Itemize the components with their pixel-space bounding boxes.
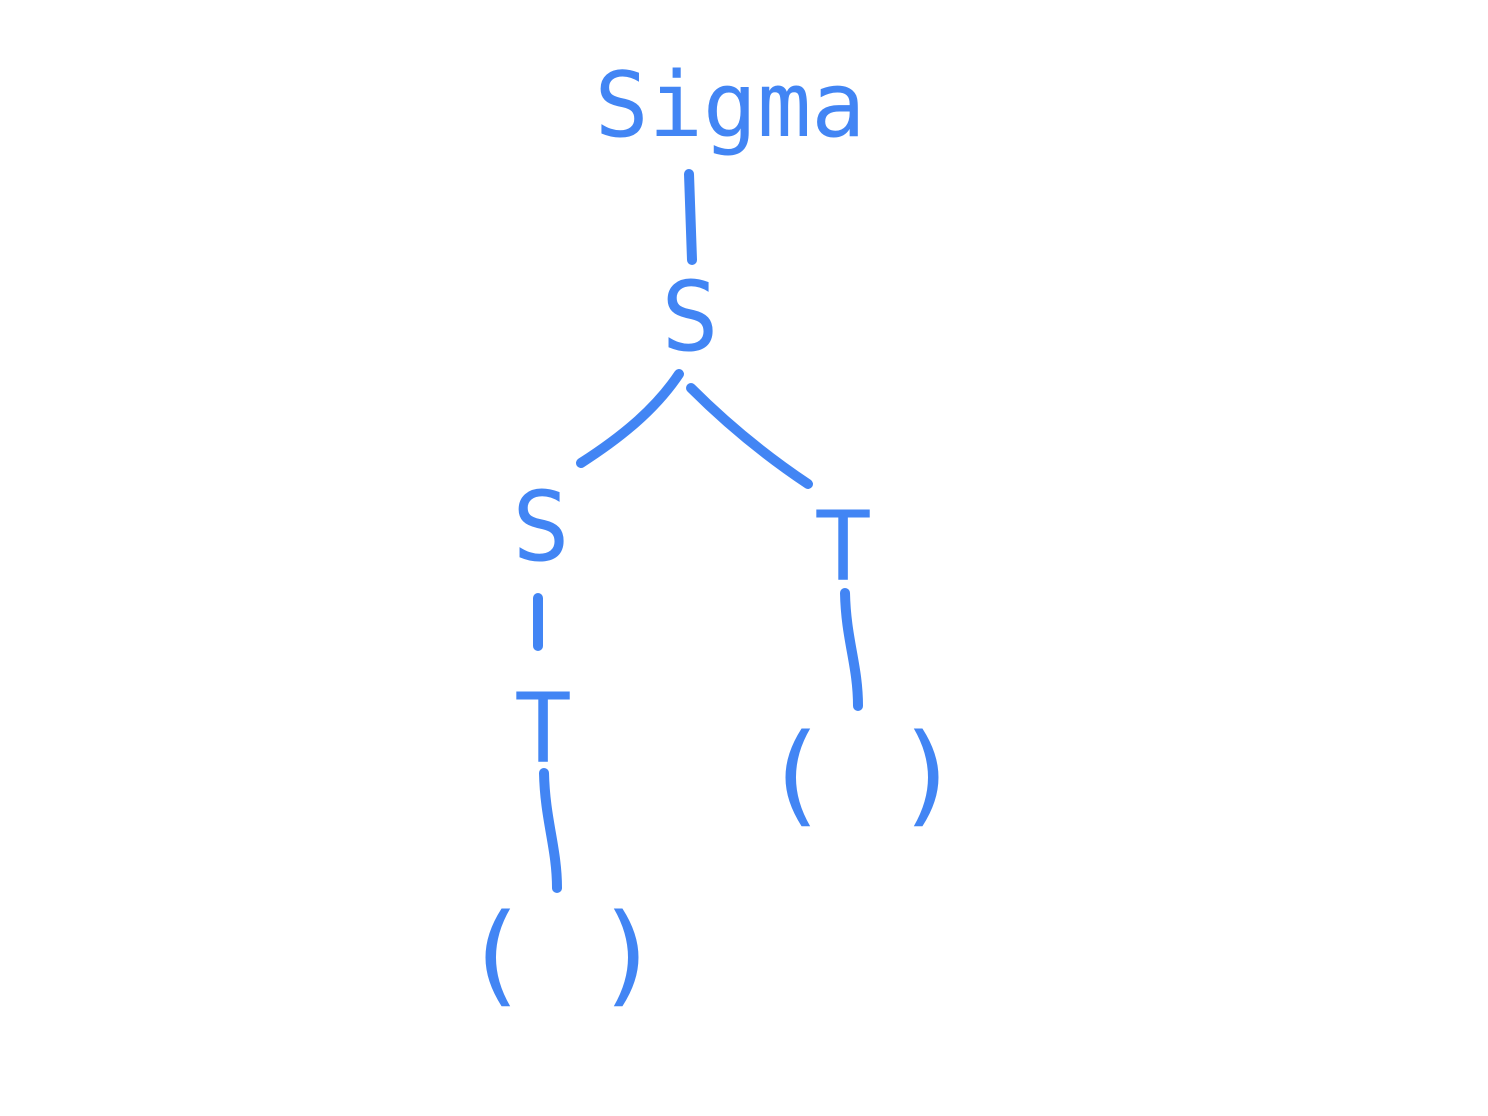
node-t-right: T [814, 491, 872, 603]
edge-right-t-to-parens [840, 588, 863, 711]
node-t-left: T [514, 673, 572, 785]
edge-sigma-to-s [684, 169, 697, 265]
node-parens-left: ( ) [463, 890, 662, 1018]
node-s-left: S [512, 471, 570, 583]
edge-s-to-right-t [686, 383, 813, 489]
node-s: S [661, 261, 719, 373]
edge-left-t-to-parens [539, 768, 562, 893]
edge-s-to-left-s [576, 369, 684, 468]
node-sigma: Sigma [595, 53, 866, 158]
node-parens-right: ( ) [763, 710, 962, 838]
